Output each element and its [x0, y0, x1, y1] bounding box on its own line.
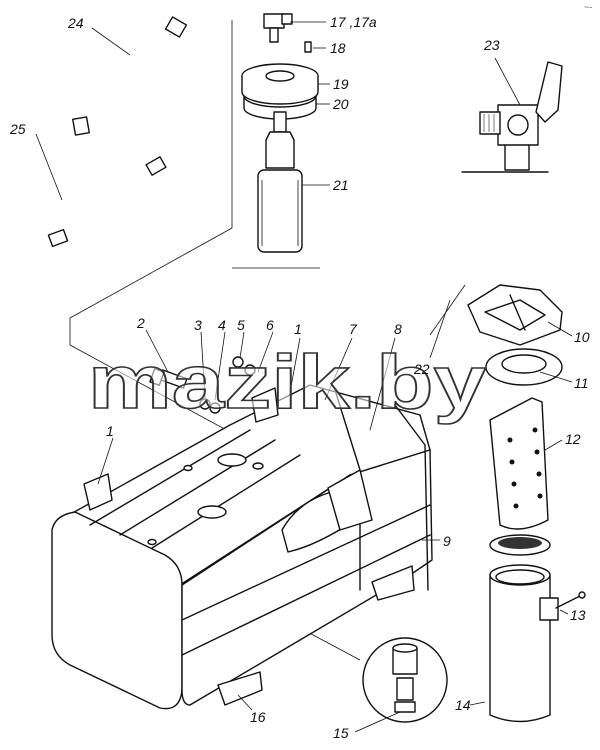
label-part-21: 21 [332, 177, 349, 193]
label-part-19: 19 [333, 76, 349, 92]
filler-cap-10 [467, 284, 563, 346]
label-part-22: 22 [413, 361, 430, 377]
label-part-15: 15 [333, 725, 349, 741]
fuel-tank-body [51, 384, 433, 710]
label-part-13: 13 [570, 607, 586, 623]
gasket-ring-11 [485, 348, 563, 386]
label-part-18: 18 [330, 40, 346, 56]
label-part-7: 7 [349, 321, 358, 337]
strainer-12 [489, 397, 549, 530]
label-part-4: 4 [218, 317, 226, 333]
filter-mesh-ring [489, 534, 551, 556]
label-part-10: 10 [574, 329, 590, 345]
mounting-bolt-2 [149, 368, 188, 389]
nut-6 [244, 364, 256, 376]
label-part-11: 11 [574, 375, 589, 391]
fuel-valve-23 [461, 61, 563, 173]
label-part-9: 9 [443, 533, 451, 549]
label-part-16: 16 [250, 709, 266, 725]
label-part-24: 24 [67, 15, 84, 31]
fuel-pipe-24 [72, 16, 188, 136]
part-number-labels: 24 25 17 ,17a 18 19 20 21 23 2 3 4 5 6 1… [9, 14, 590, 741]
fuel-pipe-25 [47, 156, 167, 248]
leader-lines [35, 21, 573, 733]
fuel-level-sensor-assembly [241, 13, 319, 253]
corner-mark: ~- [584, 2, 592, 12]
label-part-25: 25 [9, 121, 26, 137]
washer-3 [199, 398, 211, 410]
label-part-8: 8 [394, 321, 402, 337]
label-part-20: 20 [332, 96, 349, 112]
label-part-1-left: 1 [106, 423, 114, 439]
filler-neck-14 [489, 564, 586, 723]
label-part-14: 14 [455, 697, 471, 713]
drain-plug-inset-15 [362, 637, 448, 723]
label-part-6: 6 [266, 317, 274, 333]
label-part-1-top: 1 [294, 321, 302, 337]
washer-5 [232, 356, 244, 368]
label-part-12: 12 [565, 431, 581, 447]
label-part-5: 5 [237, 317, 245, 333]
label-part-2: 2 [136, 315, 145, 331]
label-part-3: 3 [194, 317, 202, 333]
label-part-23: 23 [483, 37, 500, 53]
watermark-text: mazik.by [88, 340, 486, 425]
label-part-17: 17 ,17a [330, 14, 377, 30]
nut-4 [209, 402, 221, 414]
